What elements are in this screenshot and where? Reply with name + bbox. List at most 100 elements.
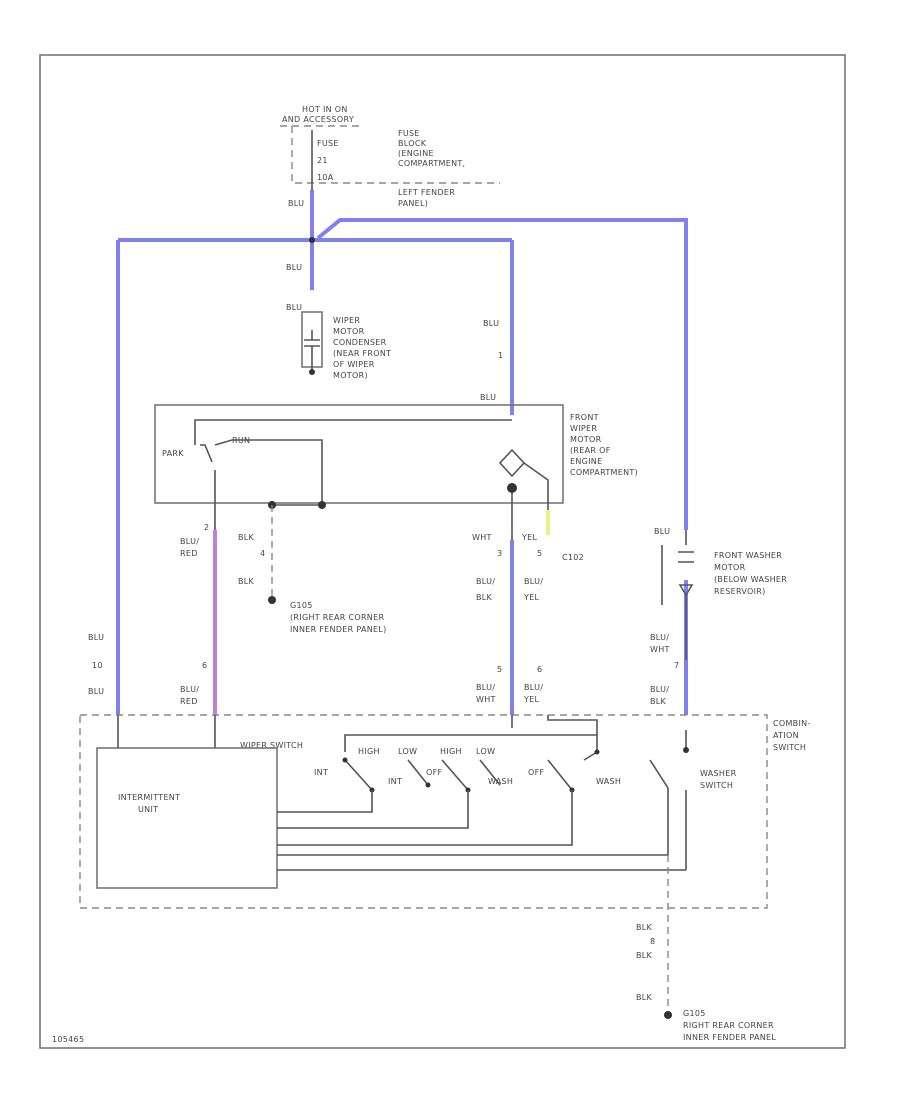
- motor-internal-feed: [194, 419, 512, 445]
- label-blu-wht: BLU/: [476, 683, 495, 692]
- wire-blu-to-washer: [316, 218, 688, 530]
- label-pin-10: 10: [92, 661, 103, 670]
- fuse-label: FUSE: [317, 139, 339, 148]
- ground-g105-lower: G105 RIGHT REAR CORNER INNER FENDER PANE…: [664, 855, 776, 1042]
- condenser-label-1: WIPER: [333, 316, 360, 325]
- washer-contact-top: [683, 747, 689, 753]
- label-blu-wht-washer: BLU/: [650, 633, 669, 642]
- label-blu-mid: BLU: [286, 263, 302, 272]
- washer-motor-top: [678, 530, 694, 563]
- condenser-ground-dot: [309, 369, 315, 375]
- wiper-switch-feed: [511, 715, 598, 735]
- fuse-block-outline: [291, 126, 500, 184]
- label-blu-left2: BLU: [88, 687, 104, 696]
- wiper-int-label: INT: [314, 768, 328, 777]
- washer-motor-label-4: RESERVOIR): [714, 587, 766, 596]
- condenser-label-5: OF WIPER: [333, 360, 375, 369]
- label-blu-red1: BLU/: [180, 537, 199, 546]
- condenser-label-4: (NEAR FRONT: [333, 349, 391, 358]
- fuse-block-line-5: LEFT FENDER: [398, 188, 455, 197]
- wiper-high-label-1: HIGH: [358, 747, 380, 756]
- wiper-high2-label: HIGH: [440, 747, 462, 756]
- washer-motor-label-3: (BELOW WASHER: [714, 575, 787, 584]
- label-blk-b: BLK: [238, 577, 255, 586]
- label-yel3: YEL: [523, 695, 540, 704]
- label-pin-8: 8: [650, 937, 655, 946]
- contact-3: [425, 782, 431, 788]
- front-motor-label-2: WIPER: [570, 424, 597, 433]
- label-c102: C102: [562, 553, 584, 562]
- label-pin-5b: 5: [497, 665, 502, 674]
- label-red2: RED: [180, 697, 198, 706]
- label-yel: YEL: [521, 533, 538, 542]
- ground1-label-3: INNER FENDER PANEL): [290, 625, 387, 634]
- front-washer-motor: FRONT WASHER MOTOR (BELOW WASHER RESERVO…: [661, 530, 787, 660]
- condenser-label-3: CONDENSER: [333, 338, 387, 347]
- combination-label-3: SWITCH: [773, 743, 806, 752]
- wiper-wash-label: WASH: [488, 777, 513, 786]
- motor-ground-dot-right: [318, 501, 326, 509]
- diagram-frame: [39, 54, 846, 1049]
- ground2-label-2: RIGHT REAR CORNER: [683, 1021, 774, 1030]
- condenser-symbol: [304, 330, 320, 372]
- motor-brush: [507, 483, 517, 493]
- combination-label-2: ATION: [773, 731, 799, 740]
- label-blu-cond: BLU: [286, 303, 302, 312]
- label-blu-yel: BLU/: [524, 577, 543, 586]
- intermittent-label-2: UNIT: [138, 805, 158, 814]
- intermittent-control-lines: [277, 788, 686, 871]
- ground-g105-upper: G105 (RIGHT REAR CORNER INNER FENDER PAN…: [268, 505, 387, 634]
- label-blu-right1: BLU: [483, 319, 499, 328]
- ground-point-lower: [664, 1011, 672, 1019]
- wiper-low2-label: LOW: [476, 747, 495, 756]
- wire-labels: BLU BLU BLU BLU 1 BLU BLU 10 BLU 2 BLU/ …: [88, 199, 679, 1002]
- fuse-number: 21: [317, 156, 328, 165]
- label-blk-e: BLK: [636, 951, 653, 960]
- front-wiper-motor-box: [154, 404, 564, 504]
- washer-switch-label-1: WASHER: [700, 769, 737, 778]
- label-blk-c: BLK: [476, 593, 493, 602]
- label-blk-f: BLK: [636, 993, 653, 1002]
- condenser-label-2: MOTOR: [333, 327, 365, 336]
- label-blk2: BLK: [650, 697, 667, 706]
- fuse-block-line-3: (ENGINE: [398, 149, 434, 158]
- label-wht2: WHT: [476, 695, 496, 704]
- power-source: HOT IN ON AND ACCESSORY FUSE 21 10A FUSE…: [280, 105, 500, 208]
- motor-leads: [511, 462, 549, 540]
- wiper-off2-label: OFF: [528, 768, 544, 777]
- combination-switch-outline: [79, 714, 768, 909]
- label-pin-3: 3: [497, 549, 502, 558]
- label-pin-5: 5: [537, 549, 542, 558]
- label-wht3: WHT: [650, 645, 670, 654]
- label-pin-6b: 6: [537, 665, 542, 674]
- park-label: PARK: [162, 449, 184, 458]
- splice-point: [309, 237, 315, 243]
- wiper-wash2-label: WASH: [596, 777, 621, 786]
- label-wht: WHT: [472, 533, 492, 542]
- fuse-block-line-1: FUSE: [398, 129, 420, 138]
- motor-armature: [498, 448, 526, 478]
- ground1-label-1: G105: [290, 601, 313, 610]
- ground2-label-1: G105: [683, 1009, 706, 1018]
- label-pin-7: 7: [674, 661, 679, 670]
- combination-label-1: COMBIN-: [773, 719, 811, 728]
- front-motor-label-3: MOTOR: [570, 435, 602, 444]
- wiper-low-label: LOW: [398, 747, 417, 756]
- label-blu-yel2: BLU/: [524, 683, 543, 692]
- label-pin-4: 4: [260, 549, 265, 558]
- label-pin-1: 1: [498, 351, 503, 360]
- intermittent-feed-lines: [117, 715, 216, 748]
- label-blk-a: BLK: [238, 533, 255, 542]
- front-motor-label-1: FRONT: [570, 413, 599, 422]
- label-blu-left: BLU: [88, 633, 104, 642]
- label-pin-2: 2: [204, 523, 209, 532]
- label-blu-blk2: BLU/: [650, 685, 669, 694]
- fuse-rating: 10A: [317, 173, 334, 182]
- label-blu-red2: BLU/: [180, 685, 199, 694]
- contact-6: [594, 749, 600, 755]
- wiper-switch-label: WIPER SWITCH: [240, 741, 303, 750]
- ground1-label-2: (RIGHT REAR CORNER: [290, 613, 384, 622]
- label-blu-washer: BLU: [654, 527, 670, 536]
- hot-label-1: HOT IN ON: [302, 105, 348, 114]
- front-wiper-motor: PARK RUN FRONT WIPER MOTOR (REAR OF ENGI…: [154, 404, 638, 540]
